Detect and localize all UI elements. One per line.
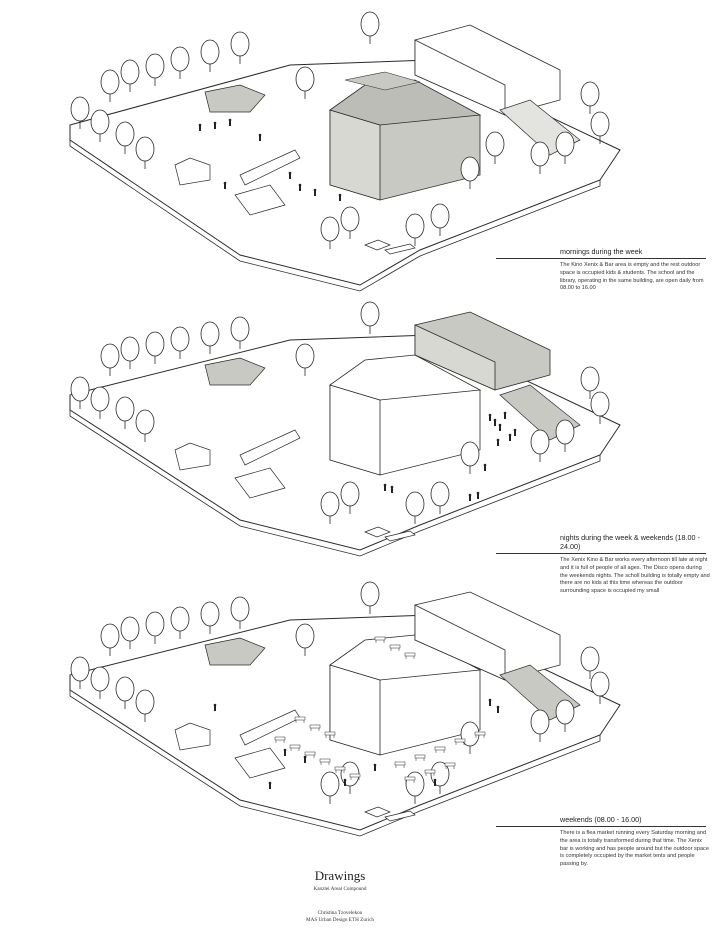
caption-title: weekends (08.00 - 16.00): [560, 815, 642, 824]
caption-weekends: weekends (08.00 - 16.00) There is a flea…: [560, 815, 710, 869]
caption-rule-3: [496, 826, 706, 827]
hall-building: [414, 24, 561, 116]
page-subtitle: Kanzlei Areal Compound: [313, 886, 367, 892]
caption-body: The Xenix Kino & Bar works every afterno…: [560, 557, 710, 595]
caption-nights: nights during the week & weekends (18.00…: [560, 533, 710, 596]
hall-building: [414, 311, 551, 391]
author-block: Christina Tzovelekou MAS Urban Design ET…: [0, 910, 680, 924]
isometric-drawing-weekends: [69, 581, 621, 837]
caption-body: There is a flea market running every Sat…: [560, 830, 709, 868]
caption-title: nights during the week & weekends (18.00…: [560, 533, 700, 551]
hall-building: [414, 591, 561, 681]
scene-weekends: [0, 580, 719, 840]
scene-mornings: [0, 0, 719, 300]
scene-nights: [0, 300, 719, 560]
caption-title: mornings during the week: [560, 247, 643, 256]
school-building: [329, 71, 482, 201]
caption-rule-2: [496, 553, 706, 554]
caption-body: The Kino Xenix & Bar area is empty and t…: [560, 262, 704, 292]
author-name: Christina Tzovelekou: [317, 910, 363, 916]
school-building: [329, 634, 482, 756]
school-building: [329, 354, 482, 476]
caption-mornings: mornings during the week The Kino Xenix …: [560, 247, 710, 293]
program-name: MAS Urban Design ETH Zurich: [305, 917, 374, 923]
isometric-drawing-nights: [69, 301, 621, 557]
caption-rule-1: [496, 258, 706, 259]
page-title: Drawings: [314, 868, 366, 883]
isometric-drawing-mornings: [69, 11, 621, 292]
